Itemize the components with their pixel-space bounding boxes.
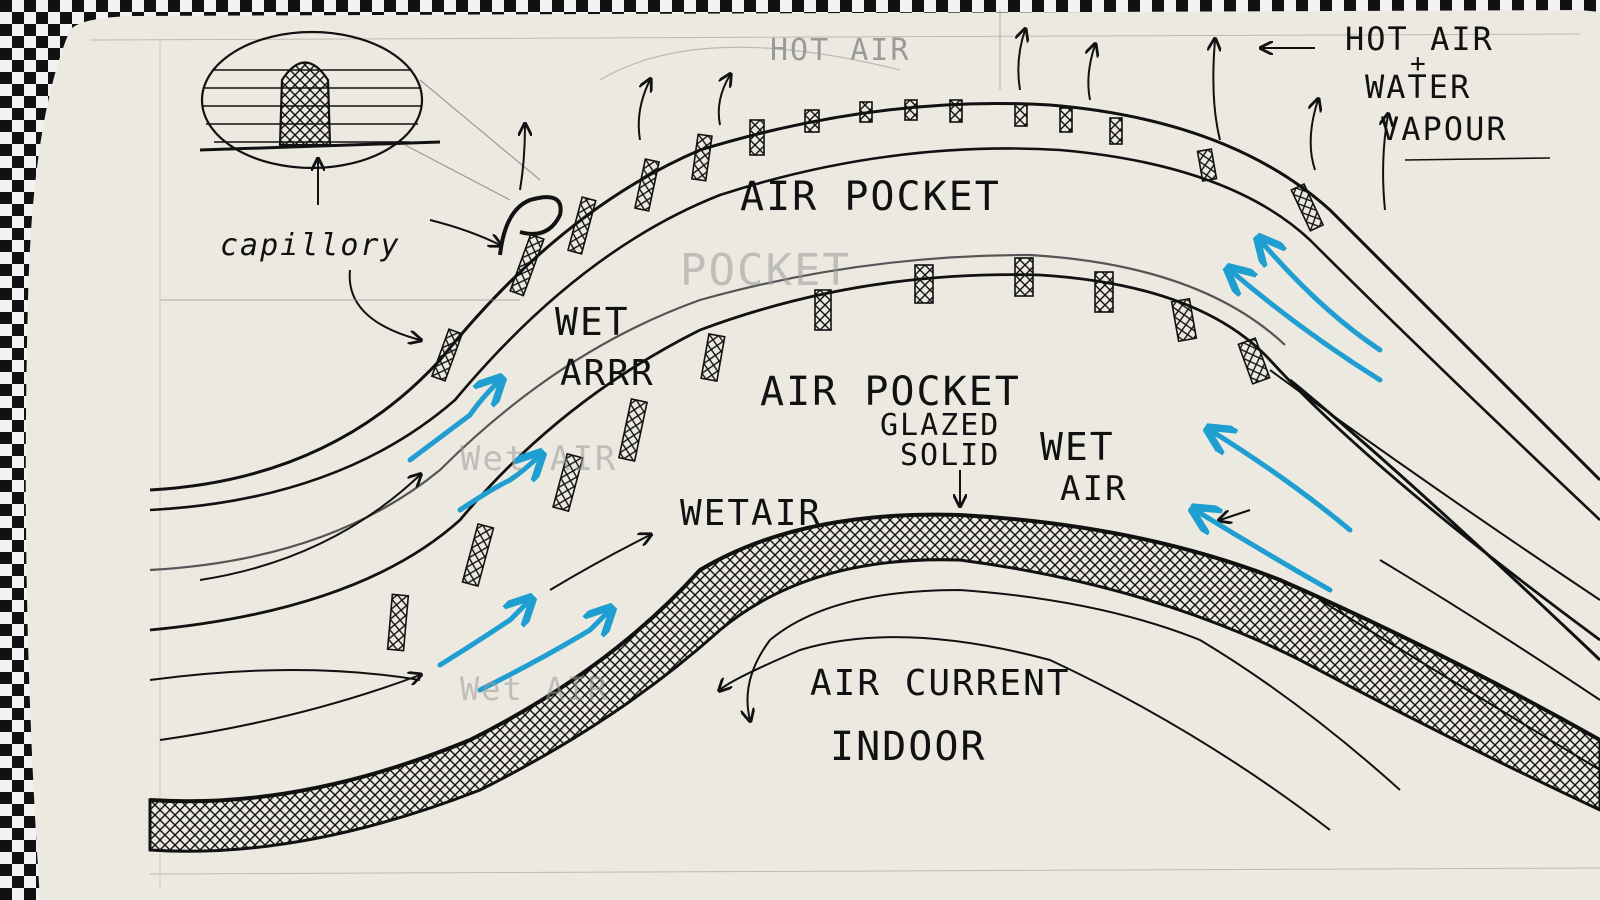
ghost-wet-air-label: Wet AIR: [460, 439, 617, 479]
paper-sheet: [25, 10, 1600, 900]
air-pocket-label-outer: AIR POCKET: [740, 174, 1001, 220]
inner-shell-ribs: [386, 257, 1271, 652]
air-pocket-label-inner: AIR POCKET: [760, 369, 1021, 415]
glazed-label: GLAZED: [880, 408, 1000, 443]
wet-air-label-right-1: WET: [1040, 425, 1115, 469]
hot-air-arrows: [520, 30, 1388, 211]
outer-shell: [149, 101, 1600, 521]
hot-air-water-label-3: VAPOUR: [1380, 110, 1508, 148]
hot-air-water-label-1: HOT AIR: [1345, 20, 1494, 58]
air-flow-lines: [149, 475, 1600, 831]
wet-air-label-mid: WETAIR: [680, 493, 822, 534]
capillary-magnifier: [199, 30, 541, 205]
capillary-pointer: [348, 195, 563, 340]
wet-air-blue-arrows: [407, 240, 1383, 693]
ghost-pocket-label: POCKET: [680, 245, 851, 296]
wet-air-label-left-1: WET: [555, 300, 630, 344]
indoor-label: INDOOR: [830, 724, 987, 770]
wet-air-label-left-2: ARRR: [560, 353, 655, 394]
hot-air-water-label-2: WATER: [1365, 68, 1471, 106]
solid-label: SOLID: [900, 438, 1000, 473]
capillary-label: capillory: [220, 228, 401, 263]
air-current-label: AIR CURRENT: [810, 663, 1070, 704]
hot-air-top-label: HOT AIR: [770, 33, 910, 68]
ghost-wet-air-label-2: Wet AIR: [460, 670, 609, 708]
wet-air-label-right-2: AIR: [1060, 469, 1127, 509]
hot-air-water-plus: +: [1410, 49, 1428, 79]
outer-shell-ribs: [430, 99, 1325, 382]
